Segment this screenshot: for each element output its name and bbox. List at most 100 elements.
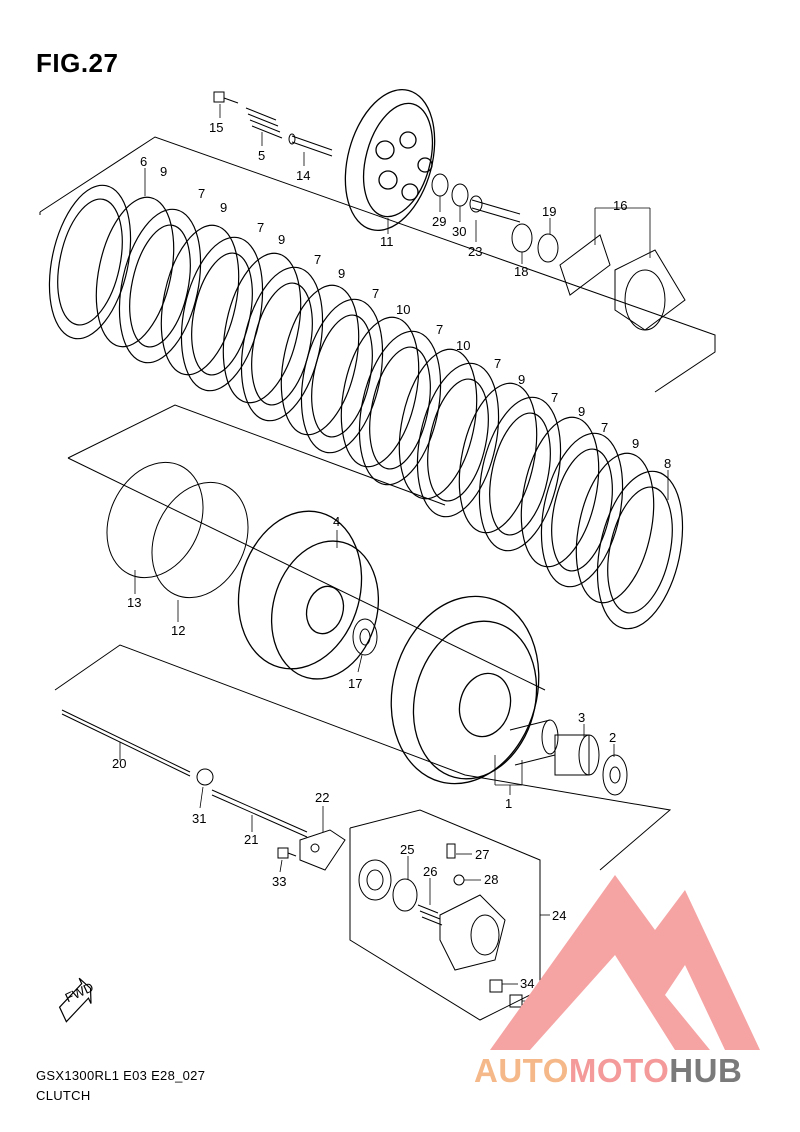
- washer-19: [537, 233, 559, 263]
- plate-7f: [416, 362, 500, 518]
- springs-group-frame: [67, 404, 446, 506]
- plate-9b: [160, 224, 240, 376]
- callout-plate: 9: [220, 200, 227, 215]
- callout-1: 1: [505, 796, 512, 811]
- bolt-15: [213, 91, 239, 104]
- wire-ring-13: [106, 461, 204, 579]
- plate-7b: [180, 236, 264, 392]
- plate-10b: [398, 348, 478, 500]
- spacer-sleeve: [509, 719, 559, 766]
- callout-plate: 7: [314, 252, 321, 267]
- pushrod-23: [469, 195, 521, 223]
- callout-plate: 7: [436, 322, 443, 337]
- hub-16: [559, 234, 686, 331]
- plate-9f: [520, 416, 600, 568]
- callout-22: 22: [315, 790, 329, 805]
- callout-plate: 7: [257, 220, 264, 235]
- plate-9c: [222, 252, 302, 404]
- plate-9d: [280, 284, 360, 436]
- callout-plate: 9: [578, 404, 585, 419]
- friction-plate-8: [596, 470, 684, 630]
- callout-plate: 7: [494, 356, 501, 371]
- callout-6: 6: [140, 154, 147, 169]
- washer-29: [431, 173, 449, 197]
- washer-31: [196, 768, 214, 786]
- plate-9g: [575, 452, 655, 604]
- pushrod-21: [211, 789, 308, 838]
- callout-24: 24: [552, 908, 566, 923]
- wordmark-auto: AUTO: [474, 1052, 569, 1089]
- model-code: GSX1300RL1 E03 E28_027: [36, 1068, 206, 1083]
- plate-9e: [458, 382, 538, 534]
- callout-12: 12: [171, 623, 185, 638]
- callout-3: 3: [578, 710, 585, 725]
- washer-2: [602, 754, 628, 796]
- callout-31: 31: [192, 811, 206, 826]
- plate-7e: [358, 330, 442, 486]
- slave-cylinder-24: [439, 894, 506, 971]
- callout-27: 27: [475, 847, 489, 862]
- spring-5: [245, 107, 283, 139]
- callout-plate: 9: [338, 266, 345, 281]
- section-name: CLUTCH: [36, 1088, 91, 1103]
- wordmark-moto: MOTO: [568, 1052, 670, 1089]
- bleeder-27: [446, 843, 456, 859]
- callout-14: 14: [296, 168, 310, 183]
- callout-8: 8: [664, 456, 671, 471]
- needle-bearing-3: [554, 734, 600, 776]
- plate-10a: [340, 316, 420, 468]
- callout-plate: 10: [396, 302, 410, 317]
- callout-26: 26: [423, 864, 437, 879]
- pressure-plate-11: [344, 88, 436, 232]
- callout-11: 11: [380, 234, 394, 249]
- callout-20: 20: [112, 756, 126, 771]
- callout-plate: 9: [632, 436, 639, 451]
- bolt-33: [277, 847, 297, 859]
- callout-23: 23: [468, 244, 482, 259]
- callout-13: 13: [127, 595, 141, 610]
- callout-plate: 7: [198, 186, 205, 201]
- callout-34: 34: [520, 976, 534, 991]
- wordmark-hub: HUB: [669, 1052, 743, 1089]
- plate-7a: [118, 208, 202, 364]
- callout-plate: 7: [601, 420, 608, 435]
- wire-ring-12: [151, 481, 249, 599]
- pushrod-20: [61, 709, 191, 773]
- washer-17: [352, 618, 378, 656]
- callout-plate: 7: [551, 390, 558, 405]
- bearing-18: [511, 223, 533, 253]
- plate-stack-callouts: 9 7 9 7 9 7 9 7 10 7 10 7 9 7 9 7 9: [160, 164, 639, 451]
- spring-26: [417, 904, 443, 926]
- plate-9a: [95, 196, 175, 348]
- plate-7c: [240, 266, 324, 422]
- rod-14: [288, 133, 333, 157]
- piston-seal-25: [358, 859, 392, 901]
- bearing-30: [451, 183, 469, 207]
- leader-lines: [119, 104, 669, 1002]
- callout-19: 19: [542, 204, 556, 219]
- outer-plate-frame: [67, 457, 546, 691]
- automotohub-logo-icon: [490, 875, 760, 1050]
- callout-18: 18: [514, 264, 528, 279]
- pressure-plate-group-frame: [39, 136, 716, 393]
- cap-28: [453, 874, 465, 886]
- callout-5: 5: [258, 148, 265, 163]
- fwd-arrow-icon: [58, 977, 92, 1023]
- callout-plate: 10: [456, 338, 470, 353]
- callout-4: 4: [333, 514, 340, 529]
- callout-plate: 9: [518, 372, 525, 387]
- figure-title: FIG.27: [36, 48, 119, 78]
- callout-16: 16: [613, 198, 627, 213]
- automotohub-wordmark: AUTOMOTOHUB: [474, 1052, 742, 1090]
- plate-7d: [300, 298, 384, 454]
- callout-28: 28: [484, 872, 498, 887]
- primary-driven-gear-1: [390, 595, 540, 785]
- callout-plate: 9: [278, 232, 285, 247]
- callout-30: 30: [452, 224, 466, 239]
- plate-22: [299, 829, 346, 871]
- sleeve-hub-4: [237, 510, 380, 680]
- plate-stack: [48, 184, 684, 630]
- pin-34: [489, 979, 503, 993]
- callout-plate: 9: [160, 164, 167, 179]
